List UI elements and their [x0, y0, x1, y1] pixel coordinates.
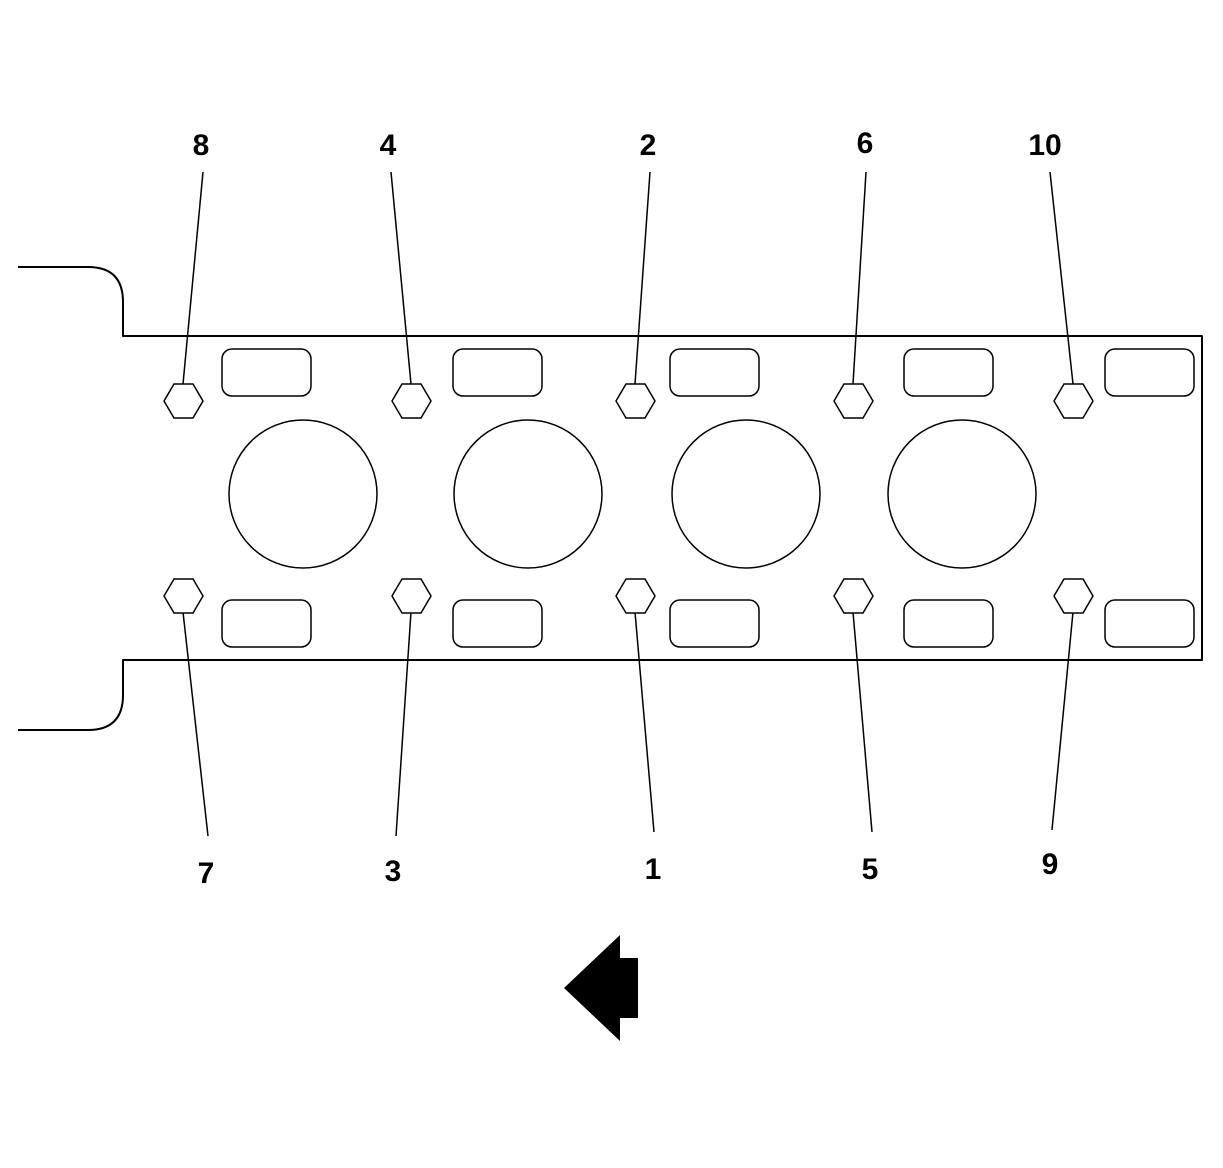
bolt-7-hex-icon — [163, 578, 204, 614]
callout-6: 6 — [857, 127, 874, 160]
callout-10: 10 — [1028, 129, 1061, 162]
leader-line-7 — [182, 611, 209, 837]
lower-port — [452, 599, 543, 648]
leader-line-9 — [1051, 611, 1074, 831]
upper-port — [903, 348, 994, 397]
bolt-5-hex-icon — [833, 578, 874, 614]
bolt-3-hex-icon — [391, 578, 432, 614]
bolt-6-hex-icon — [833, 383, 874, 419]
callout-1: 1 — [645, 853, 662, 886]
lower-port — [1104, 599, 1195, 648]
combustion-chamber-1 — [228, 419, 378, 569]
lower-port — [669, 599, 760, 648]
leader-line-3 — [395, 611, 412, 837]
lower-port — [221, 599, 312, 648]
callout-4: 4 — [380, 129, 397, 162]
upper-port — [1104, 348, 1195, 397]
combustion-chamber-4 — [887, 419, 1037, 569]
leader-line-1 — [634, 611, 655, 833]
bolt-9-hex-icon — [1053, 578, 1094, 614]
callout-7: 7 — [198, 857, 215, 890]
upper-port — [221, 348, 312, 397]
bolt-10-hex-icon — [1053, 383, 1094, 419]
bolt-1-hex-icon — [615, 578, 656, 614]
upper-port — [452, 348, 543, 397]
lower-port — [903, 599, 994, 648]
leader-line-8 — [182, 171, 204, 385]
bolt-2-hex-icon — [615, 383, 656, 419]
leader-line-6 — [852, 171, 867, 385]
leader-lines — [182, 171, 1074, 837]
callout-2: 2 — [640, 129, 657, 162]
arrow-left-icon — [564, 935, 638, 1041]
upper-port — [669, 348, 760, 397]
combustion-chambers — [228, 419, 1037, 569]
combustion-chamber-3 — [671, 419, 821, 569]
bolt-8-hex-icon — [163, 383, 204, 419]
leader-line-10 — [1049, 171, 1074, 385]
callout-3: 3 — [385, 855, 402, 888]
bolt-4-hex-icon — [391, 383, 432, 419]
leader-line-4 — [390, 171, 412, 385]
leader-line-2 — [634, 171, 651, 385]
upper-ports — [221, 348, 1195, 397]
callout-8: 8 — [193, 129, 210, 162]
callout-labels: 8 4 2 6 10 7 3 1 5 9 — [193, 127, 1062, 890]
combustion-chamber-2 — [453, 419, 603, 569]
head-bolts — [163, 383, 1094, 614]
callout-5: 5 — [862, 853, 879, 886]
leader-line-5 — [852, 611, 873, 833]
cylinder-head-outline — [18, 266, 1203, 731]
lower-ports — [221, 599, 1195, 648]
callout-9: 9 — [1042, 848, 1059, 881]
